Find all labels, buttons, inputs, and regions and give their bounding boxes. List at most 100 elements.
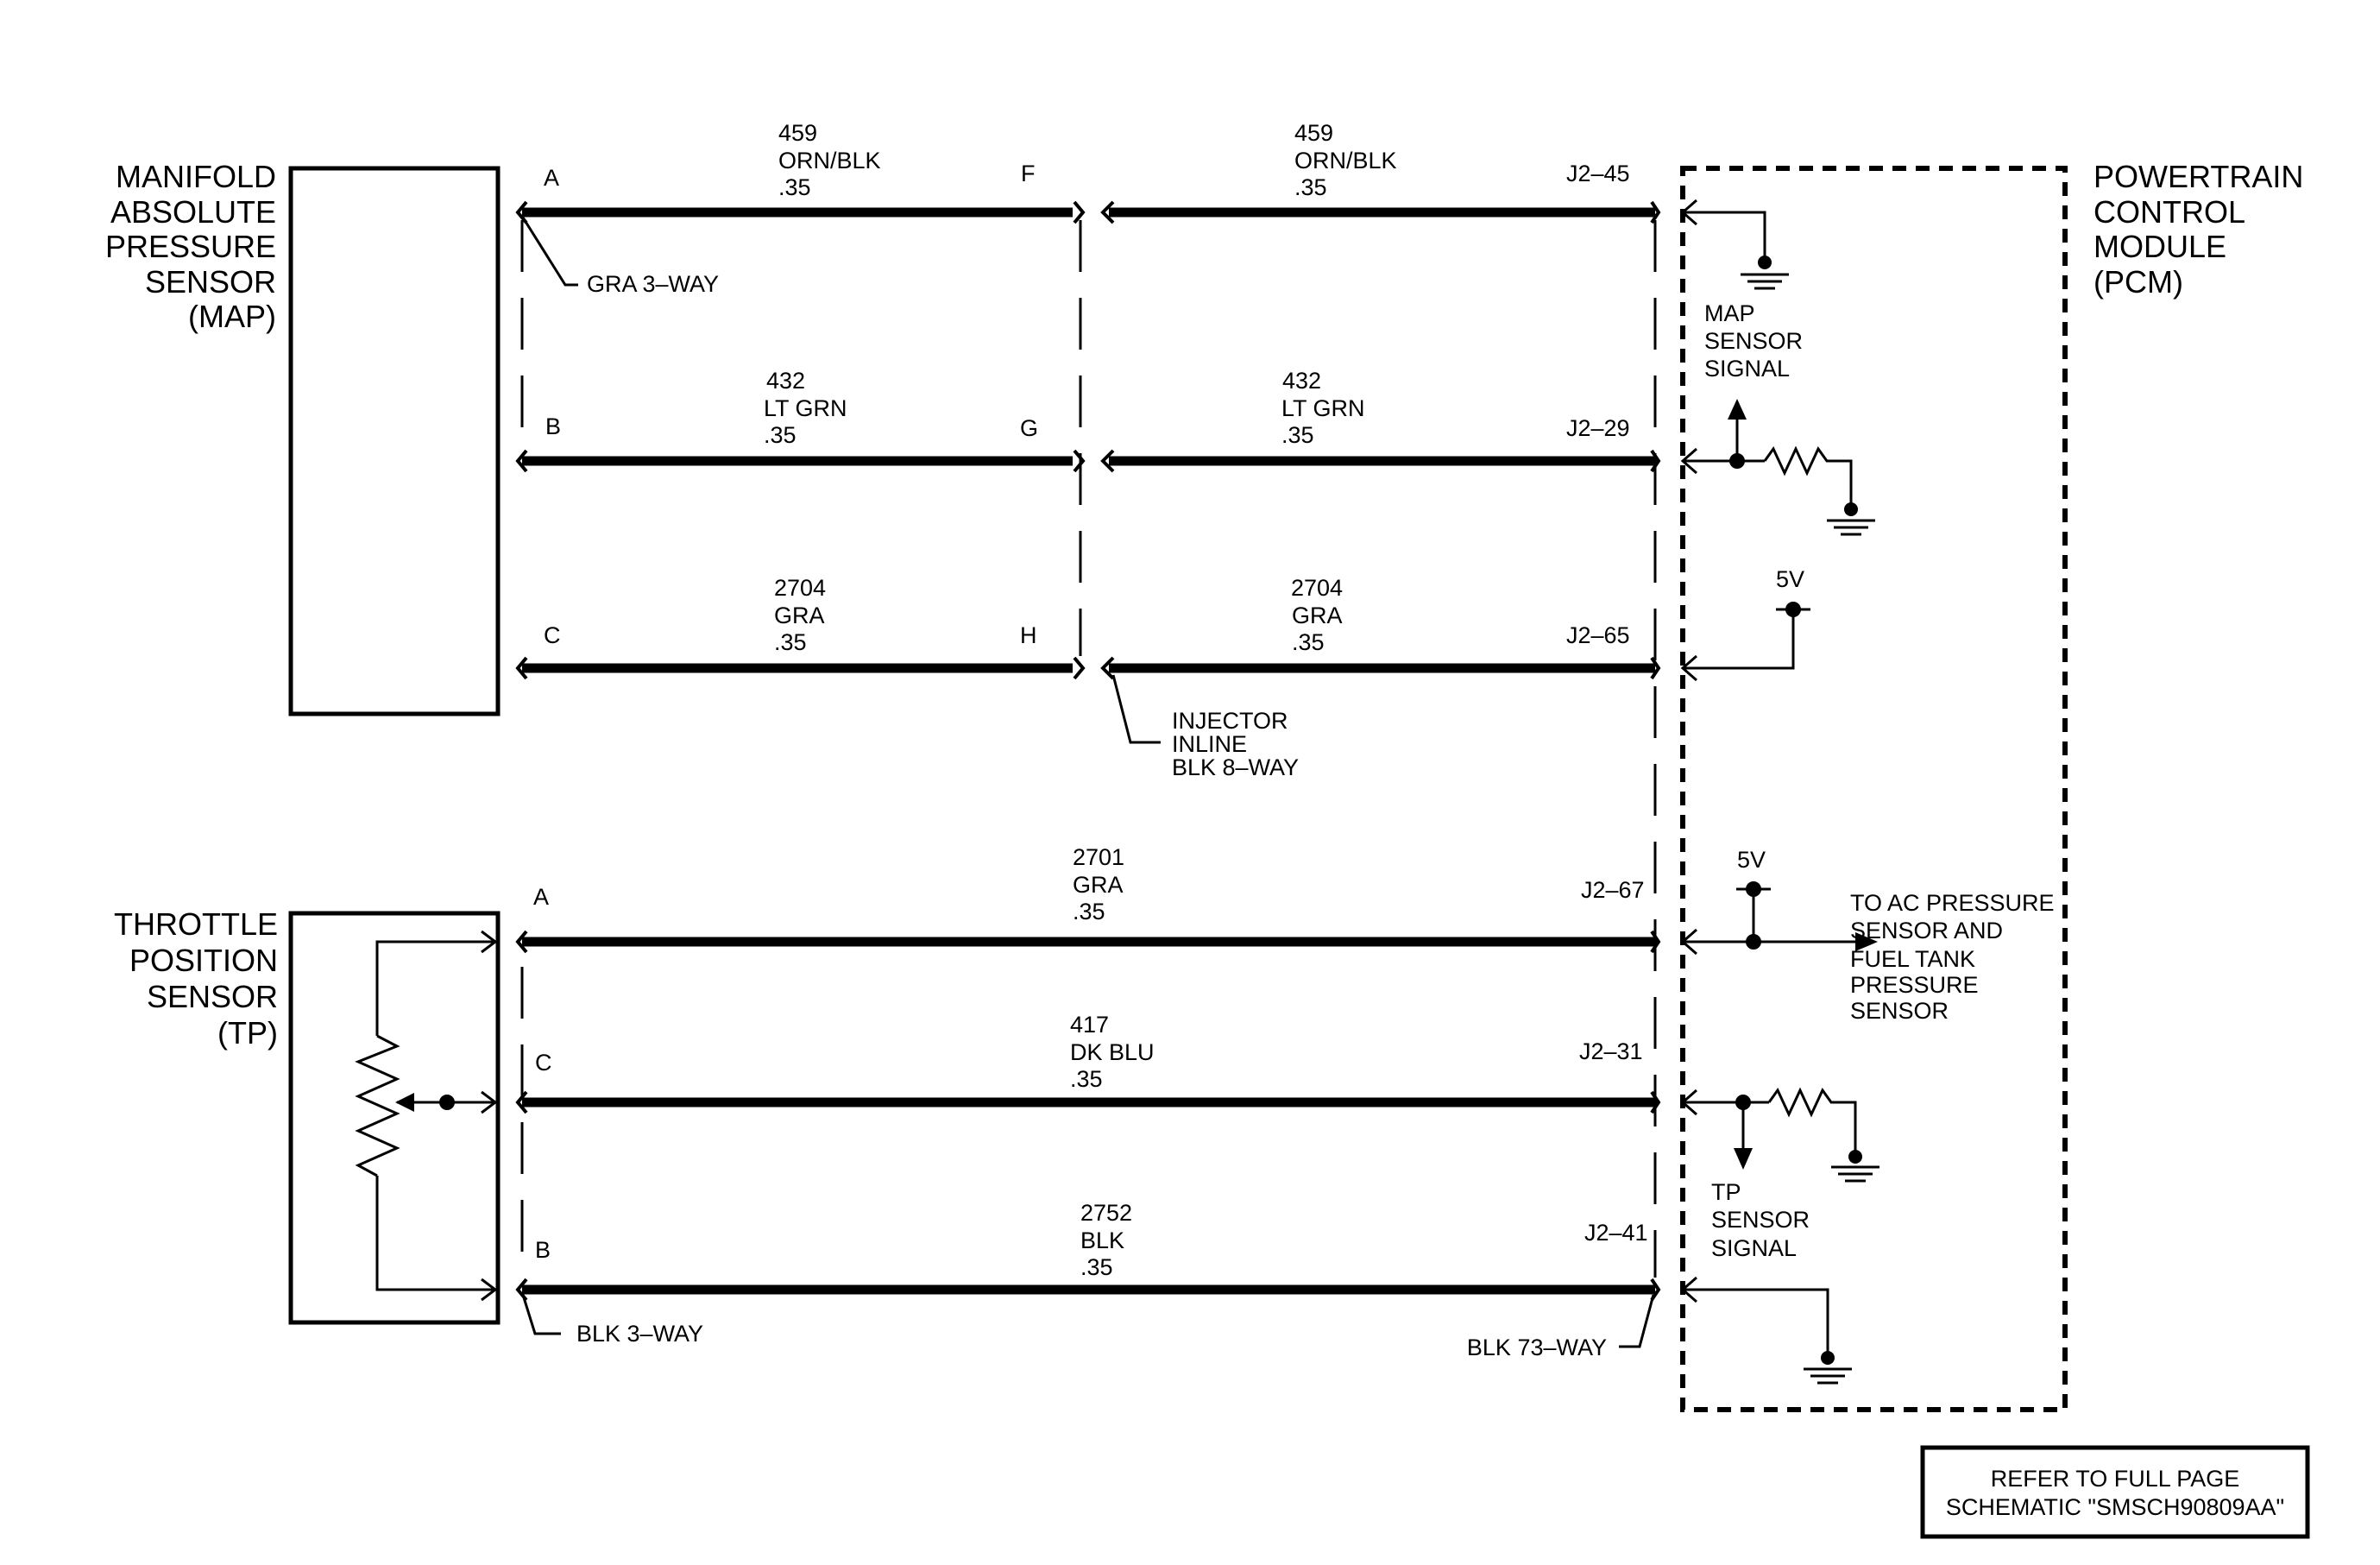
reference-note: REFER TO FULL PAGE SCHEMATIC "SMSCH90809… [1920, 1445, 2310, 1539]
pcm-connector-label: BLK 73–WAY [1467, 1335, 1607, 1360]
inline-g-marker-left [1073, 449, 1086, 473]
tp-signal-label-1: TP [1711, 1179, 1741, 1205]
tp-sensor-label: THROTTLE POSITION SENSOR (TP) [114, 906, 278, 1051]
map-label-line-2: ABSOLUTE [110, 194, 276, 230]
inline-h-marker-right [1100, 656, 1115, 680]
pot-top-lead [375, 940, 495, 1036]
wire-2704-left-num: 2704 [774, 575, 826, 601]
map-signal-label-3: SIGNAL [1704, 356, 1790, 382]
wire-459-right-color: ORN/BLK [1294, 148, 1397, 174]
tp-pullup-resistor-symbol [1767, 1087, 1857, 1152]
pin-b-marker [515, 449, 528, 473]
pcm-45-lead [1683, 211, 1766, 259]
map-connector-leader [521, 217, 578, 287]
tp-connector-leader [521, 1294, 561, 1335]
ac-note-line-2: SENSOR AND [1850, 918, 2003, 943]
tp-pin-a-marker [515, 930, 528, 954]
pcm-label-line-4: (PCM) [2094, 264, 2183, 300]
circuit-2701: A J2–67 2701 GRA .35 [515, 844, 1661, 954]
tp-arrow-b [481, 1278, 498, 1302]
tp-pin-c-marker [515, 1090, 528, 1114]
tp-label-line-3: SENSOR [147, 979, 278, 1014]
inline-connector-leader [1111, 674, 1161, 744]
circuit-2752: B J2–41 2752 BLK .35 BLK 3–WAY BLK 73–WA… [515, 1200, 1661, 1360]
map-pin-a: A [544, 165, 559, 191]
inline-pin-f: F [1021, 161, 1036, 186]
inline-f-marker-left [1073, 200, 1086, 224]
tp-arrow-a [481, 930, 498, 954]
ac-note-line-3: FUEL TANK [1850, 946, 1975, 972]
tp-signal-label-3: SIGNAL [1711, 1235, 1797, 1261]
wire-432-right-num: 432 [1282, 368, 1321, 394]
wire-417-num: 417 [1070, 1012, 1109, 1038]
inline-h-marker-left [1073, 656, 1086, 680]
inline-connector-label-3: BLK 8–WAY [1172, 754, 1299, 780]
ground-icon [1831, 1165, 1879, 1183]
map-label-line-4: SENSOR [145, 264, 276, 300]
wire-417-color: DK BLU [1070, 1039, 1155, 1065]
map-label-line-1: MANIFOLD [116, 159, 276, 194]
wire-432-left-num: 432 [766, 368, 805, 394]
pcm-65-marker [1650, 656, 1661, 680]
pcm-pin-j2-31: J2–31 [1579, 1038, 1643, 1064]
wiper-arrow-icon [395, 1093, 414, 1112]
pullup-resistor-symbol [1763, 445, 1853, 505]
pcm-29-marker [1650, 449, 1661, 473]
pcm-internals: MAP SENSOR SIGNAL 5V 5V TO AC PRESSURE S… [1680, 199, 2055, 1385]
wire-2704-right-gauge: .35 [1292, 629, 1325, 655]
ground-dot-4 [1821, 1351, 1835, 1365]
wire-459-left-color: ORN/BLK [778, 148, 881, 174]
pcm-label-line-1: POWERTRAIN [2094, 159, 2303, 194]
wire-432-left-gauge: .35 [764, 422, 796, 448]
ground-dot-2 [1844, 502, 1858, 516]
pcm-65-lead [1683, 609, 1795, 670]
tp-signal-down-arrow-icon [1734, 1148, 1753, 1170]
ground-icon [1804, 1367, 1852, 1385]
wire-417-gauge: .35 [1070, 1066, 1103, 1092]
pcm-67-marker [1650, 930, 1661, 954]
inline-pin-g: G [1020, 415, 1038, 441]
pin-c-marker [515, 656, 528, 680]
ground-dot-3 [1848, 1150, 1862, 1164]
circuit-417: C J2–31 417 DK BLU .35 [515, 1012, 1661, 1114]
wire-459-left-gauge: .35 [778, 174, 811, 200]
wire-2752-color: BLK [1080, 1227, 1124, 1253]
ac-note-line-4: PRESSURE [1850, 972, 1979, 998]
wire-432-right-color: LT GRN [1281, 395, 1365, 421]
wire-459-left-num: 459 [778, 120, 817, 146]
pcm-pin-j2-65: J2–65 [1566, 622, 1630, 648]
map-pin-c: C [544, 622, 561, 648]
circuit-459: A F J2–45 459 ORN/BLK .35 459 ORN/BLK .3… [515, 120, 1661, 297]
map-signal-up-arrow-icon [1728, 399, 1747, 420]
circuit-432: B G J2–29 432 LT GRN .35 432 LT GRN .35 [515, 368, 1661, 473]
circuit-2704: C H J2–65 2704 GRA .35 2704 GRA .35 INJE… [515, 575, 1661, 780]
inline-f-marker-right [1100, 200, 1115, 224]
pcm-pin-j2-41: J2–41 [1584, 1220, 1648, 1246]
pcm-31-marker [1650, 1090, 1661, 1114]
map-signal-label-1: MAP [1704, 300, 1755, 326]
ac-out-arrow-icon [1855, 932, 1878, 951]
wire-459-right-num: 459 [1294, 120, 1333, 146]
wire-432-left-color: LT GRN [764, 395, 847, 421]
inline-connector-label-1: INJECTOR [1172, 708, 1288, 734]
inline-g-marker-right [1100, 449, 1115, 473]
tp-label-line-2: POSITION [129, 943, 278, 978]
ac-junction-dot [1746, 934, 1761, 950]
wire-2704-left-gauge: .35 [774, 629, 807, 655]
wire-2701-color: GRA [1073, 872, 1124, 898]
inline-pin-h: H [1020, 622, 1037, 648]
tp-arrow-c [481, 1090, 498, 1114]
pcm-box [1680, 166, 2068, 1412]
wire-432-right-gauge: .35 [1281, 422, 1314, 448]
pot-bottom-lead [375, 1176, 495, 1291]
tp-label-line-1: THROTTLE [114, 906, 278, 942]
reference-note-line-1: REFER TO FULL PAGE [1991, 1466, 2240, 1492]
tp-pin-b: B [535, 1237, 551, 1263]
tp-pin-a: A [533, 884, 549, 910]
ac-note-line-5: SENSOR [1850, 998, 1949, 1024]
map-pin-b: B [545, 413, 561, 439]
pcm-pin-j2-67: J2–67 [1581, 877, 1645, 903]
five-volt-label-map: 5V [1776, 566, 1804, 592]
wire-2701-num: 2701 [1073, 844, 1124, 870]
